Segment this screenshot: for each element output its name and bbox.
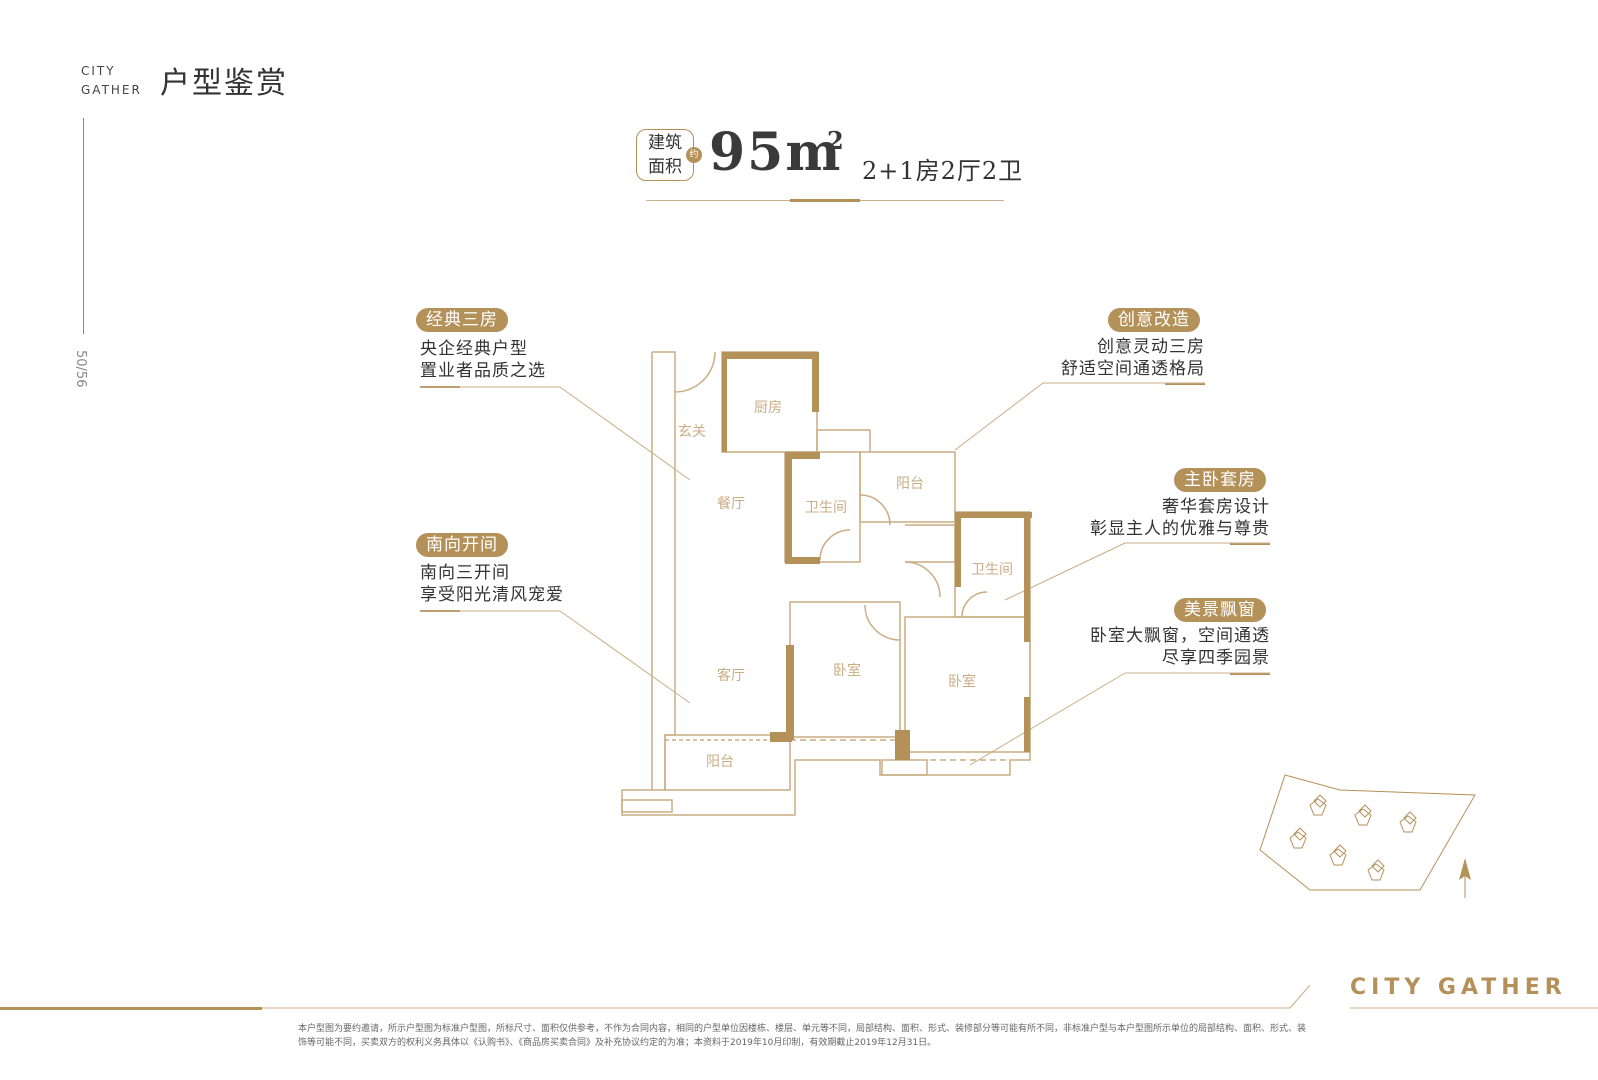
feature-desc: 奢华套房设计 彰显主人的优雅与尊贵	[1040, 496, 1270, 540]
leader-line	[1004, 542, 1126, 601]
room-label: 餐厅	[717, 496, 745, 512]
room-label: 客厅	[717, 667, 745, 684]
feature-desc: 创意灵动三房 舒适空间通透格局	[1000, 336, 1205, 380]
building-icon	[1399, 811, 1417, 833]
area-label-line1: 建筑	[648, 133, 682, 153]
feature-desc-line: 置业者品质之选	[420, 361, 546, 381]
feature-desc: 南向三开间 享受阳光清风宠爱	[420, 562, 564, 606]
room-label: 卧室	[948, 673, 976, 690]
room-label: 阳台	[896, 476, 924, 492]
feature-desc: 卧室大飘窗，空间通透 尽享四季园景	[1040, 625, 1270, 669]
brand-line2: GATHER	[81, 83, 142, 97]
area-label-line2: 面积	[648, 157, 682, 177]
building-icon	[1367, 859, 1385, 881]
title-underline-accent	[790, 199, 860, 202]
disclaimer-text: 本户型图为要约邀请，所示户型图为标准户型图，所标尺寸、面积仅供参考，不作为合同内…	[298, 1024, 1307, 1048]
page-title: 户型鉴赏	[160, 66, 288, 101]
plan-walls-thin	[621, 351, 1031, 816]
feature-underline	[1230, 543, 1270, 545]
leader-line	[559, 386, 691, 481]
feature-desc-line: 彰显主人的优雅与尊贵	[1090, 519, 1270, 539]
feature-tag: 主卧套房	[1174, 468, 1266, 492]
room-label: 厨房	[754, 400, 782, 416]
brand-logo-top: CITY GATHER	[81, 62, 142, 100]
side-divider	[83, 118, 84, 334]
room-label: 阳台	[706, 754, 734, 770]
room-label: 卫生间	[971, 562, 1013, 578]
room-label: 卫生间	[805, 500, 847, 516]
area-value: 95m	[709, 122, 843, 183]
plan-walls-thick	[722, 352, 1032, 760]
building-icon	[1329, 844, 1347, 866]
north-arrow-icon	[1459, 858, 1471, 898]
leader-line	[954, 382, 1044, 451]
feature-desc: 央企经典户型 置业者品质之选	[420, 338, 546, 382]
building-icon	[1354, 804, 1372, 826]
leader-line	[559, 610, 691, 704]
room-label: 玄关	[678, 423, 706, 440]
footer-lines	[0, 984, 1598, 1010]
feature-desc-line: 享受阳光清风宠爱	[420, 585, 564, 605]
feature-desc-line: 创意灵动三房	[1097, 337, 1205, 357]
feature-underline	[1230, 673, 1270, 675]
feature-desc-line: 奢华套房设计	[1162, 497, 1270, 517]
brand-line1: CITY	[81, 64, 116, 78]
layout-type: 2+1房2厅2卫	[862, 157, 1024, 185]
feature-desc-line: 尽享四季园景	[1162, 648, 1270, 668]
building-icon	[1309, 794, 1327, 816]
feature-tag: 美景飘窗	[1174, 598, 1266, 622]
feature-tag: 经典三房	[416, 308, 508, 332]
area-label: 建筑 面积	[636, 129, 694, 181]
feature-desc-line: 南向三开间	[420, 563, 510, 583]
feature-tag: 创意改造	[1108, 308, 1200, 332]
leader-line	[969, 672, 1126, 766]
feature-desc-line: 舒适空间通透格局	[1061, 359, 1205, 379]
feature-desc-line: 卧室大飘窗，空间通透	[1090, 626, 1270, 646]
site-plan-thumbnail	[1259, 774, 1476, 891]
footer-brand: CITY GATHER	[1350, 975, 1567, 1000]
feature-desc-line: 央企经典户型	[420, 339, 528, 359]
feature-tag: 南向开间	[416, 533, 508, 557]
room-label: 卧室	[833, 662, 861, 679]
approx-badge: 约	[686, 147, 702, 163]
area-unit-sup: 2	[827, 126, 844, 155]
feature-underline	[1165, 383, 1205, 385]
building-icon	[1289, 827, 1307, 849]
